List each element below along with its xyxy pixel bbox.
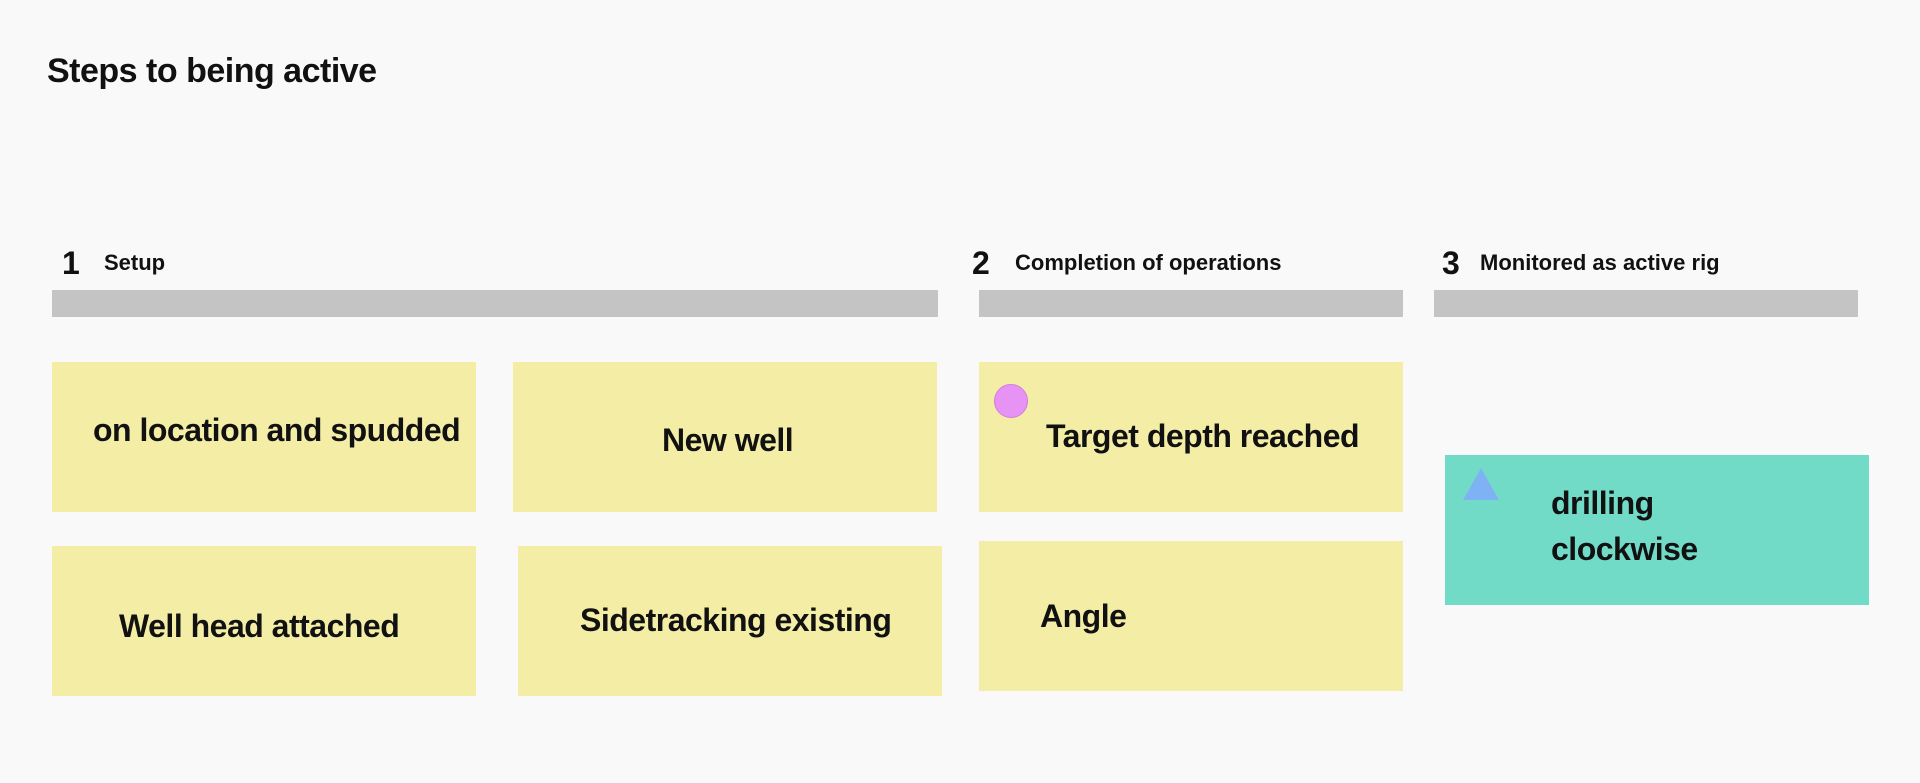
sticky-on-location[interactable]: on location and spudded [52,362,476,512]
column-header-setup: 1 Setup [62,243,942,283]
sticky-text-line2: clockwise [1551,531,1698,567]
column-bar-completion [979,290,1403,317]
sticky-drilling-clockwise[interactable]: drilling clockwise [1445,455,1869,605]
column-label: Monitored as active rig [1480,250,1720,275]
board-title: Steps to being active [47,52,377,90]
column-header-monitored: 3 Monitored as active rig [1442,243,1872,283]
sticky-text: Well head attached [119,608,400,644]
sticky-text: Angle [1040,598,1127,634]
column-bar-setup [52,290,938,317]
sticky-text: New well [662,422,794,458]
sticky-new-well[interactable]: New well [513,362,937,512]
column-label: Completion of operations [1015,250,1282,275]
column-label: Setup [104,250,166,275]
sticky-text: Sidetracking existing [580,602,892,638]
sticky-well-head[interactable]: Well head attached [52,546,476,696]
triangle-icon [1463,468,1499,500]
sticky-sidetracking[interactable]: Sidetracking existing [518,546,942,696]
column-bar-monitored [1434,290,1858,317]
column-header-completion: 2 Completion of operations [972,243,1402,283]
sticky-angle[interactable]: Angle [979,541,1403,691]
sticky-target-depth[interactable]: Target depth reached [979,362,1403,512]
circle-icon [994,384,1028,418]
sticky-text-line1: drilling [1551,485,1654,521]
column-number: 2 [972,245,990,281]
column-number: 3 [1442,245,1460,281]
sticky-text: on location and spudded [93,412,461,448]
column-number: 1 [62,245,80,281]
sticky-text: Target depth reached [1046,418,1360,454]
